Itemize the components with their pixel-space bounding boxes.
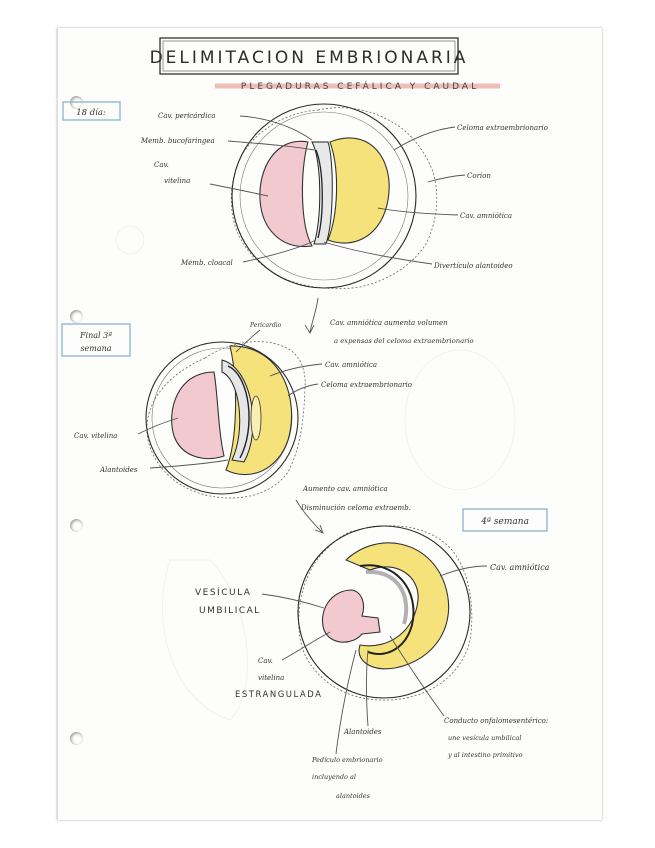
stage1-yolk-sac xyxy=(260,141,312,246)
label-conducto-3: y al intestino primitivo xyxy=(447,751,523,759)
leader xyxy=(394,127,455,150)
stage2-yolk-sac xyxy=(172,372,224,459)
label-cav-amniotica-2: Cav. amniótica xyxy=(325,361,377,369)
label-aumento: Aumento cav. amniótica xyxy=(302,485,388,493)
leader xyxy=(336,650,356,754)
label-conducto-2: une vesícula umbilical xyxy=(448,734,521,742)
note-line2: a expensas del celoma extraembrionario xyxy=(334,337,474,345)
stage3-badge-text: 4ª semana xyxy=(480,517,529,527)
label-cav-pericardica: Cav. pericárdica xyxy=(158,112,216,120)
label-cav-vitelina-2: Cav. vitelina xyxy=(74,432,117,440)
label-corion: Corion xyxy=(467,172,491,180)
label-pediculo-1: Pedículo embrionario xyxy=(311,756,383,764)
label-memb-cloacal: Memb. cloacal xyxy=(180,259,233,267)
leader xyxy=(262,594,324,608)
stage3-umbilical-vesicle xyxy=(322,590,380,642)
label-disminucion: Disminución celoma extraemb. xyxy=(300,504,411,512)
label-umbilical: UMBILICAL xyxy=(199,606,261,616)
leader xyxy=(210,184,268,196)
page-title: DELIMITACION EMBRIONARIA xyxy=(150,48,469,68)
stage1-figure xyxy=(231,104,436,289)
label-cav: Cav. xyxy=(154,161,169,169)
leader xyxy=(378,208,458,215)
label-cav-amniotica-1: Cav. amniótica xyxy=(460,212,512,220)
label-celoma-extraembrionario-2: Celoma extraembrionario xyxy=(321,381,412,389)
label-vitelina: vitelina xyxy=(164,177,190,185)
leader xyxy=(282,632,330,660)
label-pediculo-2: incluyendo al xyxy=(312,773,356,781)
label-vesicula: VESÍCULA xyxy=(195,586,251,598)
stage1-badge-text: 18 día: xyxy=(76,107,106,118)
label-pediculo-3: alantoides xyxy=(336,792,371,800)
label-pericardio: Pericardio xyxy=(249,322,282,329)
stage1-amniotic-cavity xyxy=(328,138,389,243)
leader xyxy=(428,175,465,182)
stage-arrow xyxy=(305,298,318,333)
label-celoma-extraembrionario-1: Celoma extraembrionario xyxy=(457,124,548,132)
label-memb-bucofaringea: Memb. bucofaringea xyxy=(140,137,215,145)
label-estrangulada: ESTRANGULADA xyxy=(235,690,322,700)
stage2-badge-line1: Final 3ª xyxy=(79,331,112,340)
note-line1: Cav. amniótica aumenta volumen xyxy=(330,319,448,327)
stage3-figure xyxy=(298,526,472,700)
stage2-figure xyxy=(146,342,305,498)
stage2-badge-line2: semana xyxy=(80,344,111,353)
label-conducto-1: Conducto onfalomesentérico: xyxy=(444,717,548,725)
page-subtitle: PLEGADURAS CEFÁLICA Y CAUDAL xyxy=(241,80,479,92)
label-cav-3: Cav. xyxy=(258,657,273,665)
label-alantoides-3: Alantoides xyxy=(343,728,382,736)
label-diverticulo-alantoideo: Divertículo alantoideo xyxy=(433,262,513,270)
label-alantoides-2: Alantoides xyxy=(99,466,138,474)
label-vitelina-3: vitelina xyxy=(258,674,284,682)
label-cav-amniotica-3: Cav. amniótica xyxy=(490,563,550,572)
leader xyxy=(240,116,312,140)
bleed-through xyxy=(116,226,515,720)
